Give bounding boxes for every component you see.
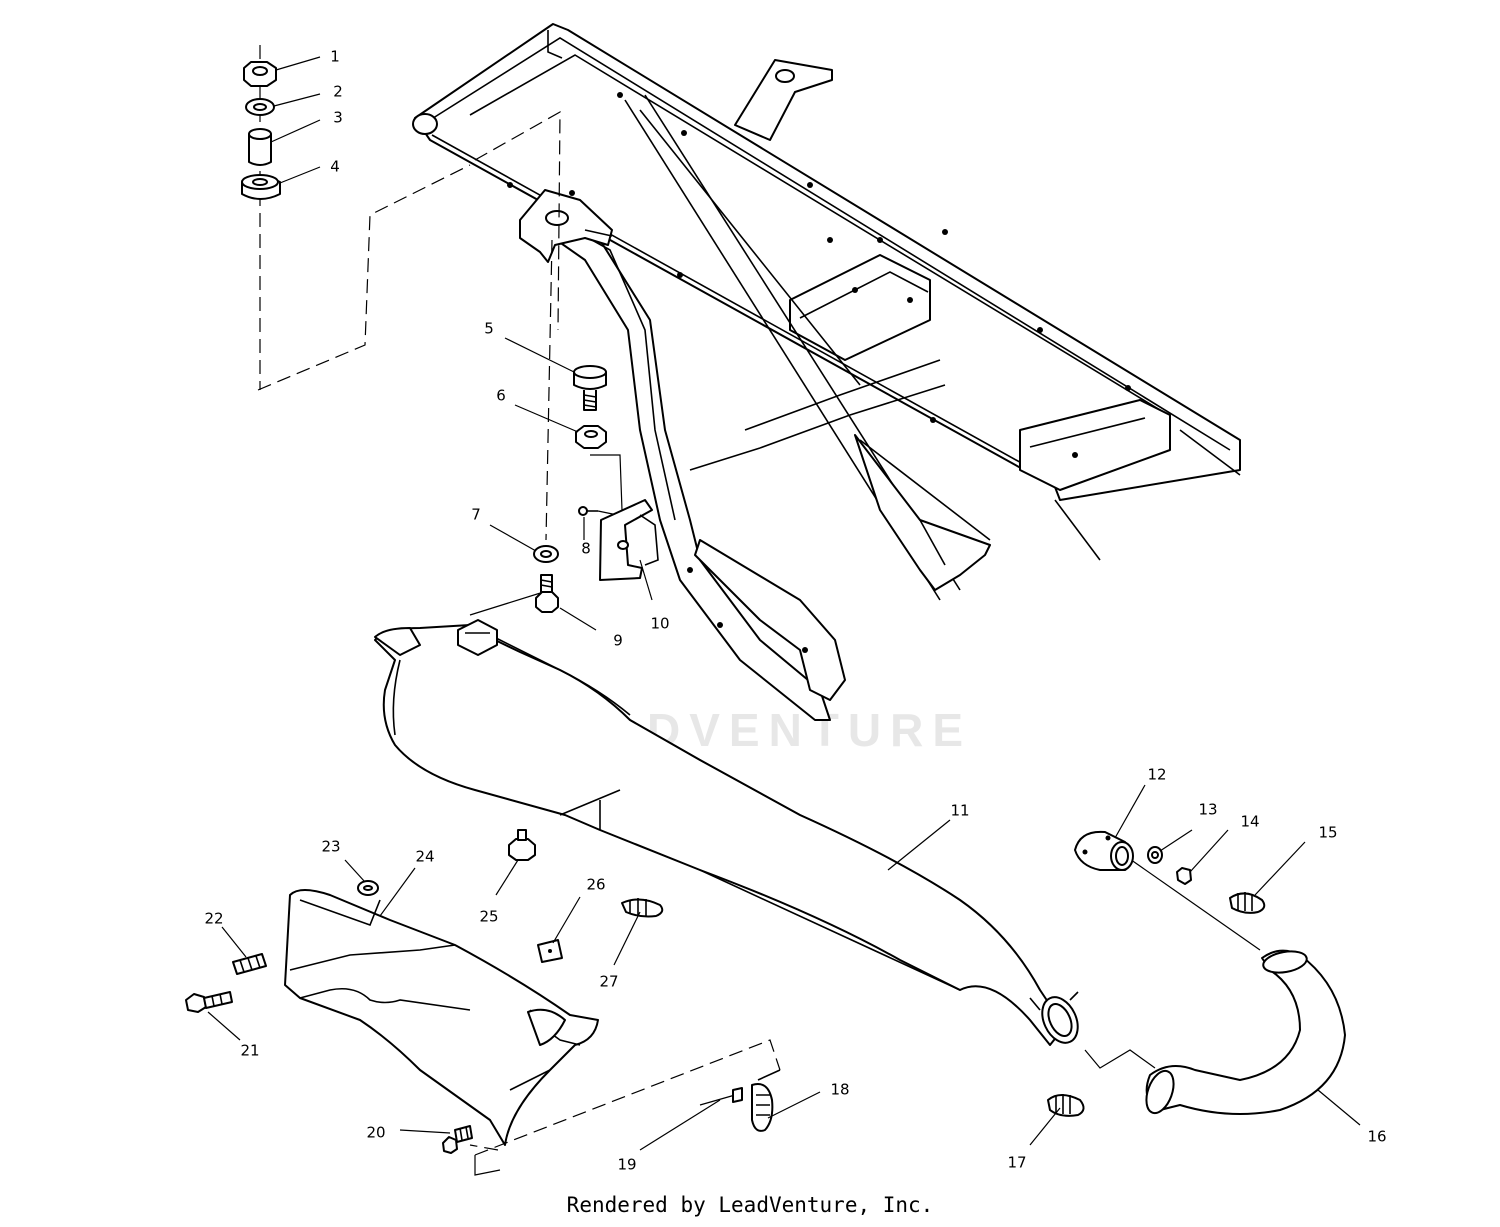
label-part-20: 20 <box>366 1124 385 1142</box>
exhaust-flange-group <box>1047 830 1346 1117</box>
label-part-19: 19 <box>617 1156 636 1174</box>
mount-hardware-stack <box>241 61 281 200</box>
label-part-1: 1 <box>330 48 340 66</box>
label-part-27: 27 <box>599 973 618 991</box>
label-part-13: 13 <box>1198 801 1217 819</box>
label-part-9: 9 <box>613 632 623 650</box>
label-part-22: 22 <box>204 910 223 928</box>
label-part-21: 21 <box>240 1042 259 1060</box>
label-part-24: 24 <box>415 848 434 866</box>
label-part-14: 14 <box>1240 813 1259 831</box>
label-part-10: 10 <box>650 615 669 633</box>
label-part-17: 17 <box>1007 1154 1026 1172</box>
leader-lines <box>207 56 1361 1151</box>
label-part-7: 7 <box>471 506 481 524</box>
label-part-12: 12 <box>1147 766 1166 784</box>
label-part-26: 26 <box>586 876 605 894</box>
vehicle-frame <box>412 23 1241 721</box>
muffler-assembly <box>374 619 1079 1046</box>
label-part-11: 11 <box>950 802 969 820</box>
label-part-2: 2 <box>333 83 343 101</box>
label-part-23: 23 <box>321 838 340 856</box>
part-number-labels: 1 2 3 4 5 6 7 8 9 10 11 12 13 14 15 16 1… <box>204 48 1386 1174</box>
footer-credit: Rendered by LeadVenture, Inc. <box>566 1193 934 1217</box>
label-part-25: 25 <box>479 908 498 926</box>
heat-shield-group <box>185 829 774 1154</box>
label-part-6: 6 <box>496 387 506 405</box>
label-part-15: 15 <box>1318 824 1337 842</box>
label-part-8: 8 <box>581 540 591 558</box>
label-part-4: 4 <box>330 158 340 176</box>
label-part-3: 3 <box>333 109 343 127</box>
label-part-16: 16 <box>1367 1128 1386 1146</box>
label-part-18: 18 <box>830 1081 849 1099</box>
fastener-group-upper <box>533 365 659 613</box>
label-part-5: 5 <box>484 320 494 338</box>
